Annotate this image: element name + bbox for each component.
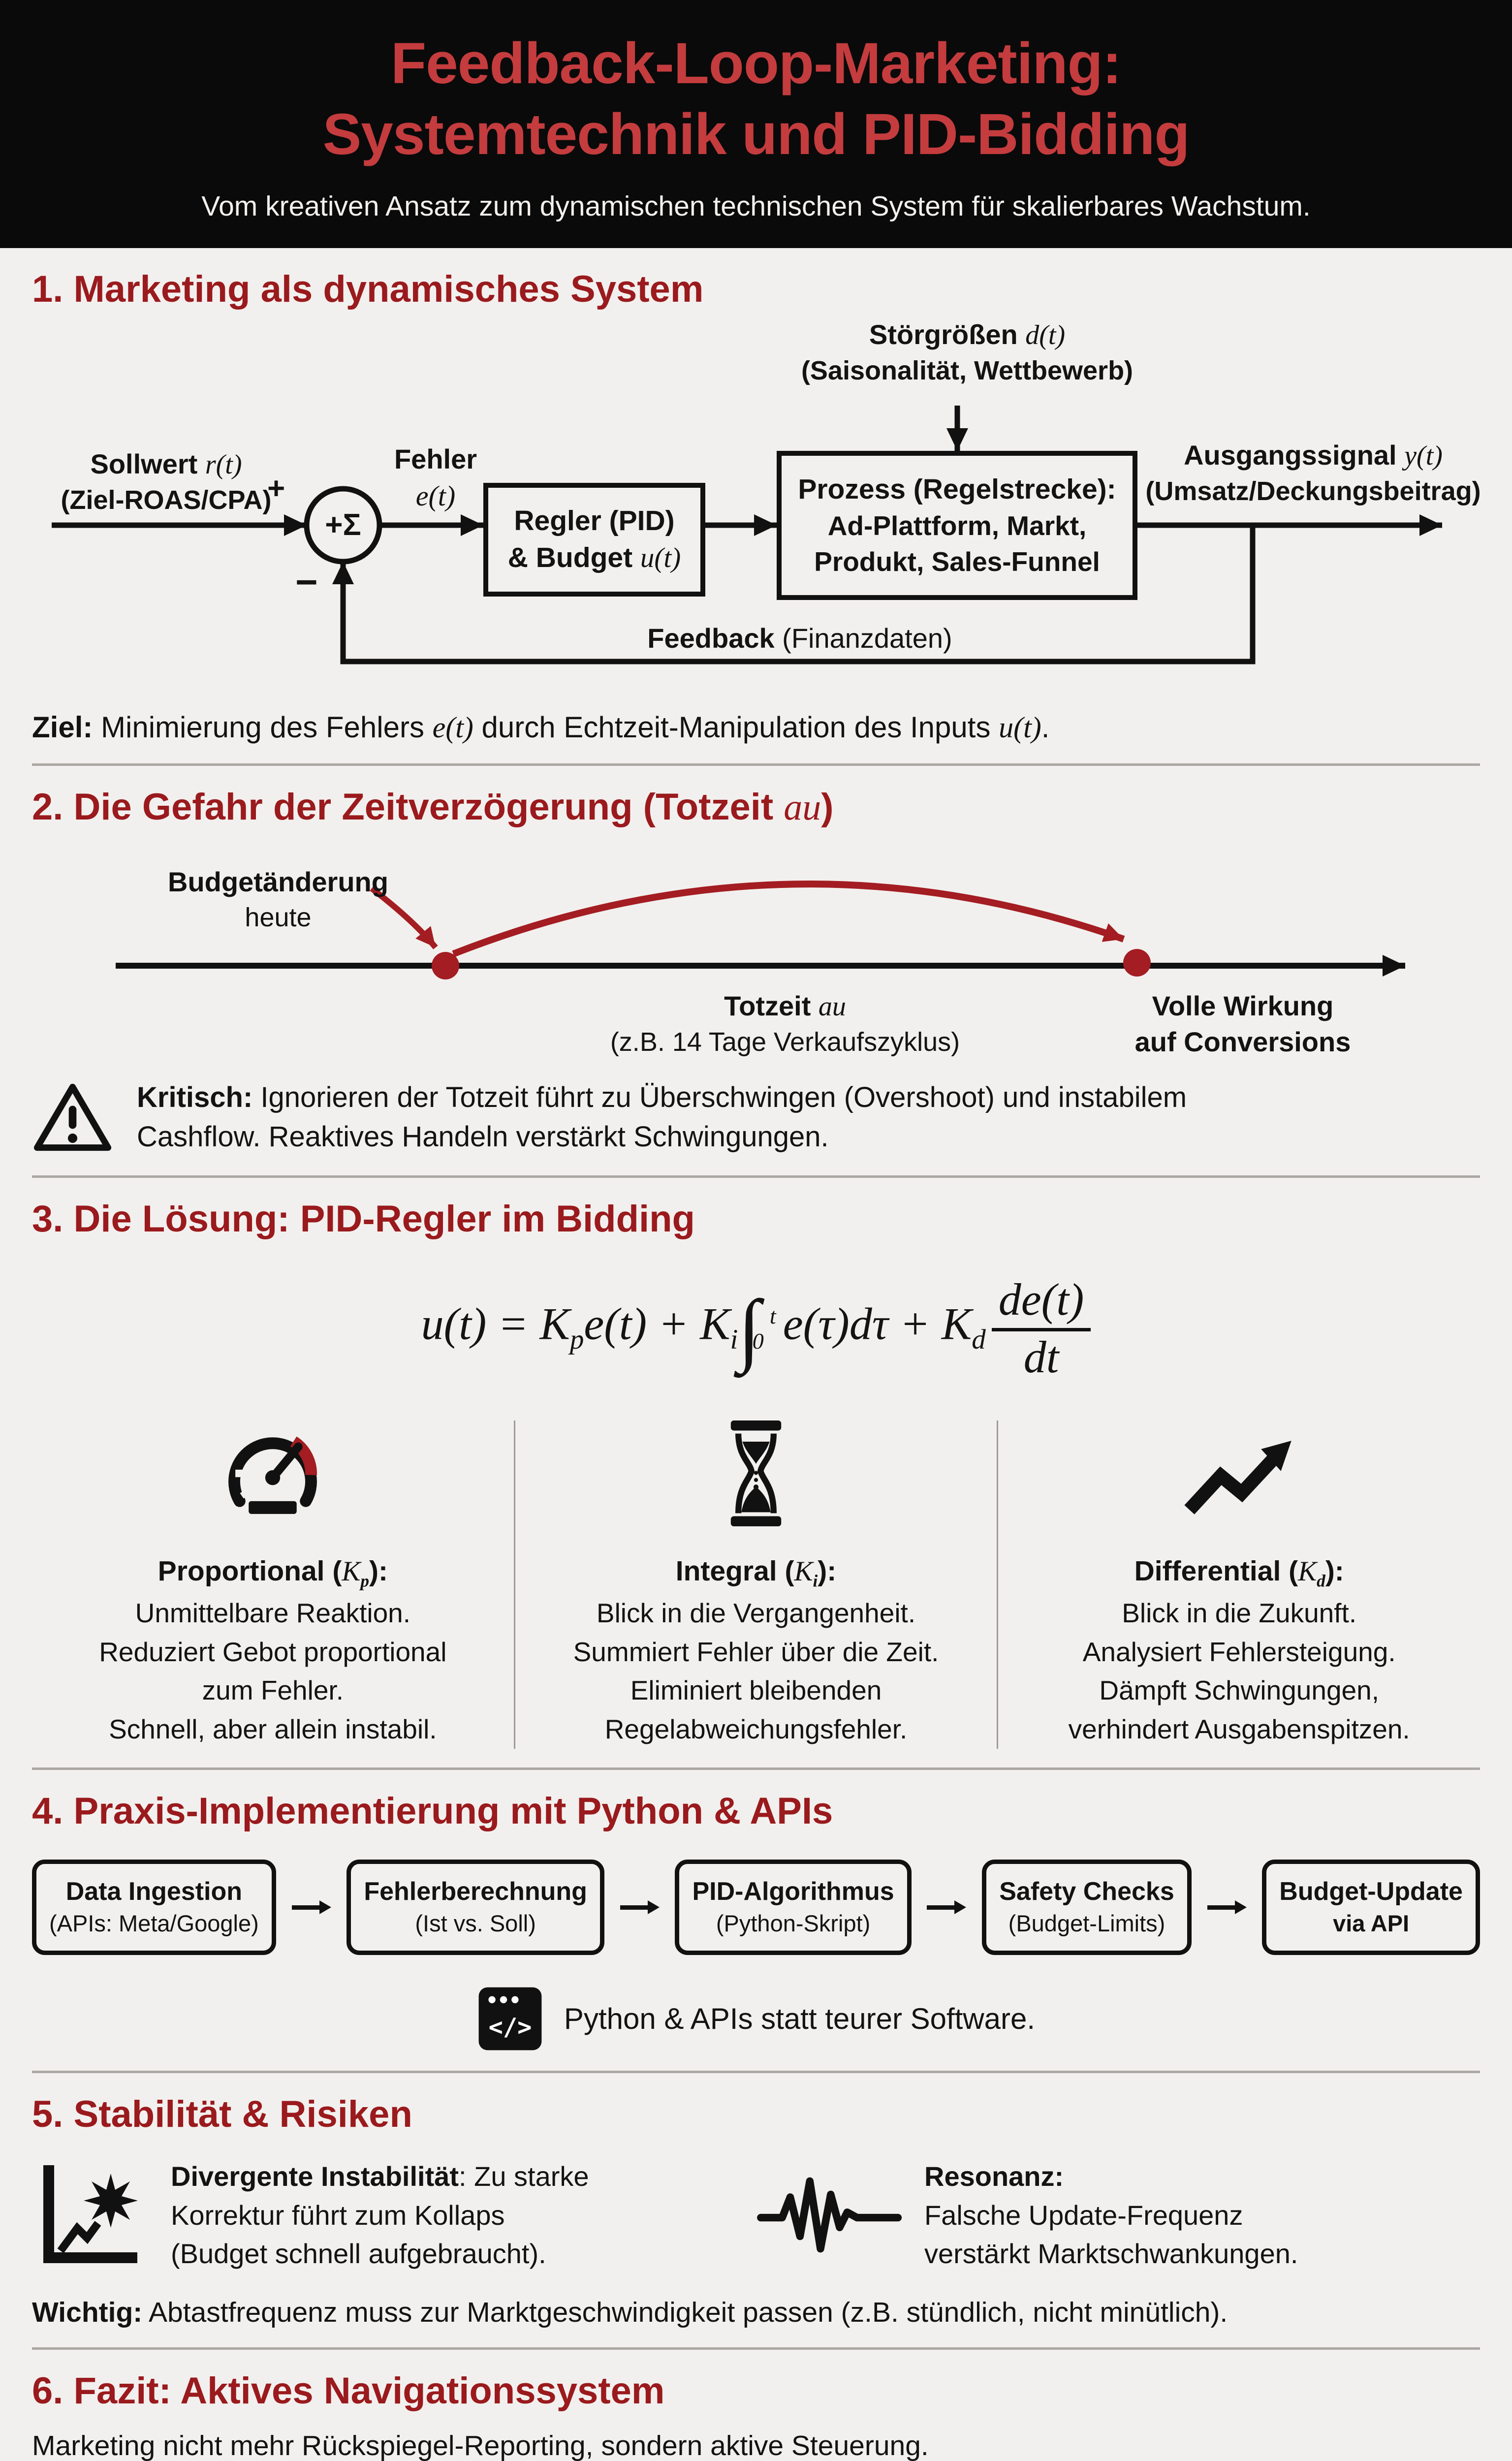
- output-label: Ausgangssignal y(t) (Umsatz/Deckungsbeit…: [1145, 439, 1481, 506]
- page-title-line2: Systemtechnik und PID-Bidding: [322, 101, 1190, 167]
- risk-row: Divergente Instabilität: Zu starke Korre…: [32, 2156, 1480, 2274]
- pid-col-differential: Differential (Kd): Blick in die Zukunft.…: [998, 1420, 1480, 1749]
- header: Feedback-Loop-Marketing: Systemtechnik u…: [0, 0, 1512, 248]
- section5-important: Wichtig: Abtastfrequenz muss zur Marktge…: [32, 2296, 1228, 2328]
- chart-crash-icon: [43, 2165, 138, 2263]
- arrow-right-icon: [1207, 1900, 1247, 1914]
- pid-line: Reduziert Gebot proportional: [99, 1636, 447, 1667]
- timeline-dot-effect-icon: [1123, 948, 1151, 977]
- pid-line: Dämpft Schwingungen,: [1099, 1675, 1380, 1706]
- pid-line: Unmittelbare Reaktion.: [135, 1597, 411, 1628]
- pid-line: zum Fehler.: [202, 1675, 344, 1706]
- pid-line: Summiert Fehler über die Zeit.: [573, 1636, 939, 1667]
- plus-sign: +: [267, 471, 285, 505]
- pid-line: Eliminiert bleibenden: [630, 1675, 882, 1706]
- deadtime-arc-icon: [452, 880, 1125, 957]
- pid-col-integral: Integral (Ki): Blick in die Vergangenhei…: [513, 1420, 999, 1749]
- page-title: Feedback-Loop-Marketing: Systemtechnik u…: [20, 29, 1492, 170]
- hourglass-icon: [536, 1420, 976, 1526]
- pid-line: verhindert Ausgabenspitzen.: [1068, 1713, 1410, 1744]
- timeline-graphics: [116, 880, 1405, 979]
- budget-pointer-icon: [370, 886, 438, 949]
- section5-heading: 5. Stabilität & Risiken: [32, 2093, 412, 2135]
- control-loop-connectors: [52, 405, 1442, 664]
- integral-icon: ∫: [738, 1283, 760, 1374]
- divider-1: [32, 763, 1480, 766]
- section6-heading: 6. Fazit: Aktives Navigationssystem: [32, 2369, 665, 2412]
- svg-text:</>: </>: [489, 2014, 532, 2041]
- code-note: Python & APIs statt teurer Software.: [564, 2002, 1036, 2035]
- risk-resonance: Resonanz: Falsche Update-Frequenz verstä…: [756, 2156, 1480, 2274]
- section4-heading: 4. Praxis-Implementierung mit Python & A…: [32, 1790, 833, 1832]
- pid-line: Blick in die Zukunft.: [1122, 1597, 1357, 1628]
- content: 1. Marketing als dynamisches System Stör…: [0, 248, 1512, 2461]
- pid-col-proportional: Proportional (Kp): Unmittelbare Reaktion…: [32, 1420, 514, 1749]
- risk-instability: Divergente Instabilität: Zu starke Korre…: [32, 2156, 756, 2274]
- process-box: Prozess (Regelstrecke): Ad-Plattform, Ma…: [777, 450, 1137, 600]
- pipeline-step-data-ingestion: Data Ingestion (APIs: Meta/Google): [32, 1859, 276, 1955]
- fazit-line: Marketing nicht mehr Rückspiegel-Reporti…: [32, 2429, 929, 2461]
- waveform-icon: [757, 2177, 902, 2253]
- pid-line: Regelabweichungsfehler.: [604, 1713, 908, 1744]
- pid-line: Blick in die Vergangenheit.: [596, 1597, 916, 1628]
- control-loop-diagram: Störgrößen d(t) (Saisonalität, Wettbewer…: [32, 315, 1481, 698]
- feedback-label: Feedback (Finanzdaten): [647, 622, 952, 654]
- pipeline-step-budget-update: Budget-Update via API: [1262, 1859, 1480, 1955]
- page-title-line1: Feedback-Loop-Marketing:: [391, 31, 1122, 96]
- disturbance-label: Störgrößen d(t) (Saisonalität, Wettbewer…: [801, 318, 1134, 385]
- code-icon: </>: [478, 1987, 542, 2051]
- section6-body: Marketing nicht mehr Rückspiegel-Reporti…: [32, 2425, 1480, 2461]
- code-note-row: </> Python & APIs statt teurer Software.: [32, 1986, 1480, 2052]
- deadtime-label: Totzeit au (z.B. 14 Tage Verkaufszyklus): [610, 990, 960, 1057]
- critical-text: Kritisch: Ignorieren der Totzeit führt z…: [137, 1081, 1187, 1153]
- pipeline-step-fehlerberechnung: Fehlerberechnung (Ist vs. Soll): [346, 1859, 604, 1955]
- pid-columns: Proportional (Kp): Unmittelbare Reaktion…: [32, 1420, 1480, 1749]
- arrow-right-icon: [927, 1900, 967, 1914]
- divider-5: [32, 2347, 1480, 2350]
- risk-resonance-text: Resonanz: Falsche Update-Frequenz verstä…: [924, 2161, 1298, 2270]
- setpoint-label: Sollwert r(t) (Ziel-ROAS/CPA): [61, 448, 272, 515]
- controller-box: Regler (PID) & Budget u(t): [483, 482, 705, 597]
- section3-heading: 3. Die Lösung: PID-Regler im Bidding: [32, 1198, 695, 1240]
- pipeline-step-pid-algorithmus: PID-Algorithmus (Python-Skript): [675, 1859, 912, 1955]
- error-label: Fehler e(t): [394, 443, 477, 512]
- pid-line: Schnell, aber allein instabil.: [109, 1713, 437, 1744]
- sum-symbol: +Σ: [325, 507, 361, 542]
- budget-change-label: Budgetänderung heute: [168, 866, 388, 932]
- pid-title: Proportional (Kp):: [158, 1555, 388, 1590]
- section2-heading: 2. Die Gefahr der Zeitverzögerung (Totze…: [32, 786, 834, 828]
- section1-heading: 1. Marketing als dynamisches System: [32, 268, 704, 310]
- implementation-pipeline: Data Ingestion (APIs: Meta/Google) Fehle…: [32, 1859, 1480, 1955]
- divider-3: [32, 1767, 1480, 1770]
- risk-instability-text: Divergente Instabilität: Zu starke Korre…: [171, 2161, 589, 2270]
- pipeline-step-safety-checks: Safety Checks (Budget-Limits): [982, 1859, 1192, 1955]
- warning-icon: [33, 1083, 112, 1151]
- gauge-icon: [53, 1420, 493, 1526]
- page-subtitle: Vom kreativen Ansatz zum dynamischen tec…: [201, 190, 1311, 222]
- trend-up-icon: [1019, 1420, 1459, 1526]
- full-effect-label: Volle Wirkung auf Conversions: [1134, 990, 1351, 1057]
- divider-4: [32, 2070, 1480, 2073]
- timeline-dot-today-icon: [432, 951, 459, 979]
- pid-line: Analysiert Fehlersteigung.: [1082, 1636, 1396, 1667]
- arrow-right-icon: [291, 1900, 331, 1914]
- divider-2: [32, 1175, 1480, 1178]
- critical-note: Kritisch: Ignorieren der Totzeit führt z…: [32, 1078, 1480, 1157]
- pid-title: Differential (Kd):: [1134, 1555, 1344, 1590]
- section1-goal: Ziel: Minimierung des Fehlers e(t) durch…: [32, 710, 1050, 744]
- arrow-right-icon: [620, 1900, 660, 1914]
- pid-title: Integral (Ki):: [675, 1555, 837, 1590]
- minus-sign: −: [295, 560, 318, 603]
- deadtime-timeline: Budgetänderung heute Totzeit au (z.B. 14…: [32, 832, 1480, 1068]
